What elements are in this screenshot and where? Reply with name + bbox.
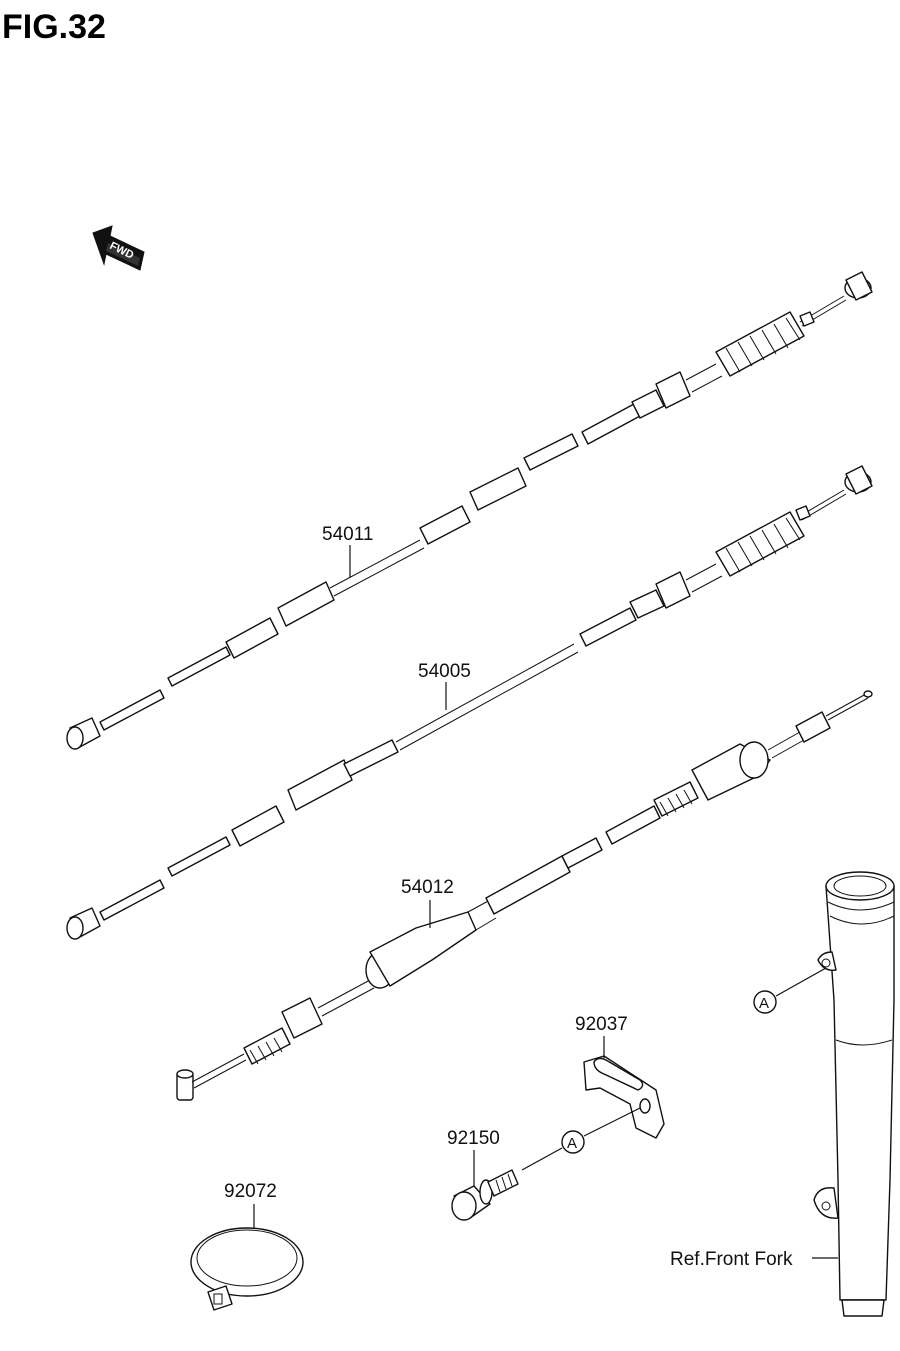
clamp-92037: 92037 [575,1014,665,1139]
cable-54012: 54012 [176,690,873,1101]
callout-a-label: A [567,1135,577,1152]
bolt-92150: 92150 [447,1128,519,1221]
part-number-54012: 54012 [401,877,454,898]
part-number-92150: 92150 [447,1128,500,1149]
callout-a-clamp: A [521,1107,641,1171]
callout-a-fork: A [753,967,827,1014]
callout-a-fork-label: A [759,995,769,1012]
part-number-54005: 54005 [418,661,471,682]
band-92072: 92072 [190,1181,304,1311]
ref-front-fork-label: Ref.Front Fork [670,1249,793,1270]
forward-arrow-icon: FWD [92,225,145,271]
front-fork: Ref.Front Fork [670,871,895,1317]
figure-title: FIG.32 [2,8,106,46]
cable-54011: 54011 [66,271,873,750]
cable-54005: 54005 [66,465,873,940]
part-number-92037: 92037 [575,1014,628,1035]
part-number-54011: 54011 [322,524,373,545]
part-number-92072: 92072 [224,1181,277,1202]
